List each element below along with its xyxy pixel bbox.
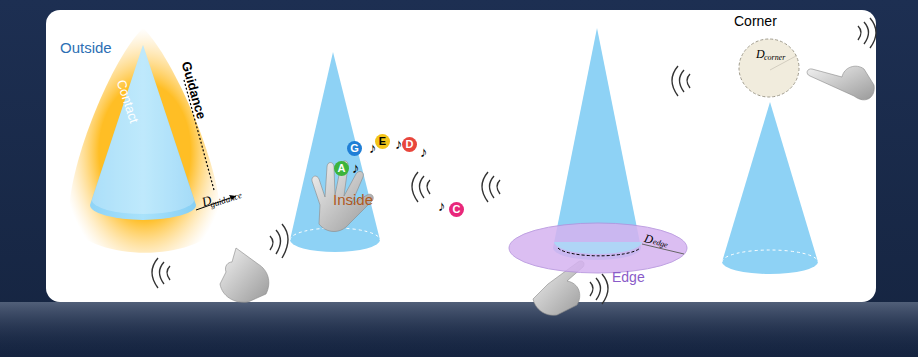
note-circle: D [401,136,418,153]
label: ♪ [352,160,360,175]
label: Guidance [180,60,209,121]
label: Inside [333,192,373,207]
label: Contact [115,78,141,125]
note-circle: G [346,140,363,157]
note-letter: C [453,204,461,215]
label: ♪ [420,144,428,159]
label: Corner [734,14,777,28]
note-letter: E [379,136,386,147]
note-circle: E [374,133,391,150]
note-letter: D [406,139,414,150]
node-outline [738,38,800,98]
label: ♪ [395,136,403,151]
label: guidance [209,191,243,210]
region-label: corner [764,54,785,62]
region-shape: Dcorner [738,38,800,98]
label: ♪ [438,198,446,213]
region-label: Edge [612,270,645,284]
panel [46,10,876,302]
note-letter: A [338,163,346,174]
label: Outside [60,40,112,55]
note-circle: A [333,160,350,177]
note-circle: C [448,201,465,218]
note-letter: G [350,143,359,154]
region-shape: EdgeDedge [508,222,688,274]
region-label: D [756,48,765,60]
